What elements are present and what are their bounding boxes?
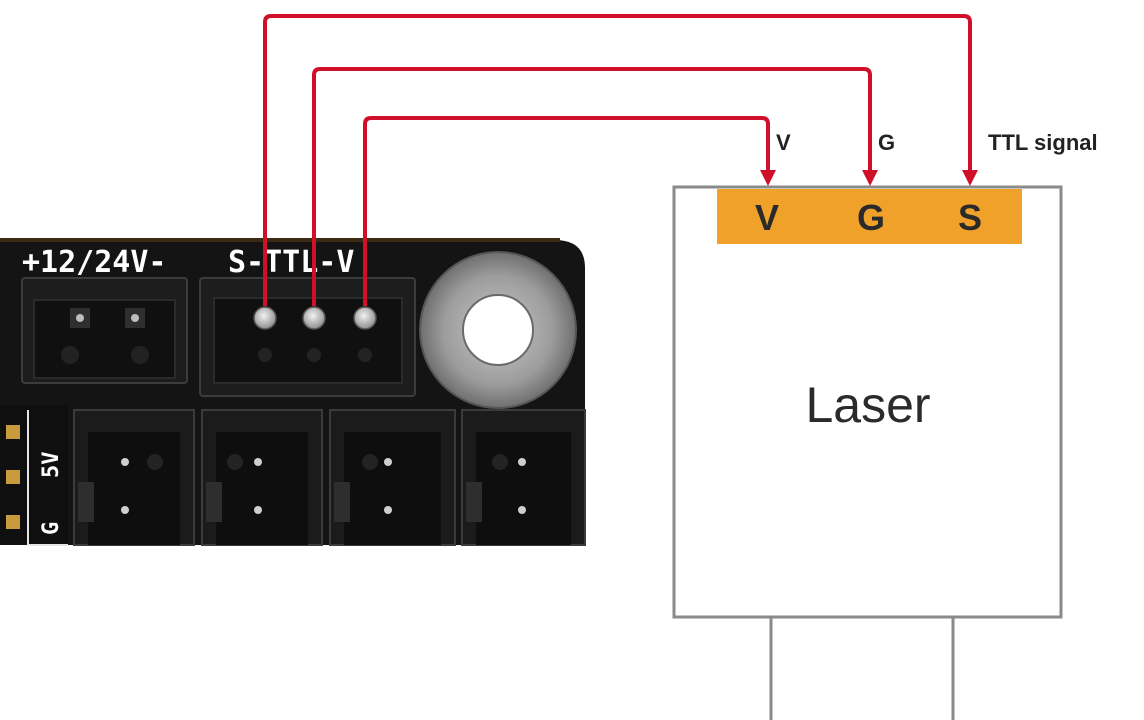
- silkscreen-ttl-label: S-TTL-V: [228, 245, 354, 280]
- wires: [263, 14, 978, 306]
- laser-pin-v-label: V: [755, 197, 779, 238]
- board-edge-top: [0, 238, 560, 242]
- wire-ttl-signal: [263, 14, 978, 306]
- laser-pin-g-label: G: [857, 197, 885, 238]
- laser-module: V G S Laser: [672, 185, 1063, 720]
- laser-label: Laser: [805, 377, 930, 433]
- side-header: 5V G: [0, 405, 68, 546]
- silkscreen-power-label: +12/24V-: [22, 245, 167, 280]
- wire-ttl-signal-label: TTL signal: [988, 130, 1098, 155]
- wire-voltage: [363, 116, 776, 306]
- silkscreen-g-label: G: [39, 522, 64, 535]
- ttl-pin-v: [353, 306, 377, 330]
- laser-neck: [769, 618, 955, 720]
- silkscreen-5v-label: 5V: [39, 452, 64, 479]
- control-board: +12/24V- S-TTL-V: [0, 238, 586, 546]
- ttl-pin-s: [253, 306, 277, 330]
- lower-connectors: [73, 409, 586, 546]
- ttl-connector: [199, 277, 416, 397]
- laser-pin-strip: [717, 189, 1022, 244]
- ttl-pin-g: [302, 306, 326, 330]
- mounting-hole: [419, 251, 577, 409]
- power-connector: [21, 277, 188, 384]
- laser-pin-s-label: S: [958, 197, 982, 238]
- wire-g-label: G: [878, 130, 895, 155]
- wire-v-label: V: [776, 130, 791, 155]
- laser-body: [672, 185, 1063, 619]
- wire-ground: [312, 67, 878, 306]
